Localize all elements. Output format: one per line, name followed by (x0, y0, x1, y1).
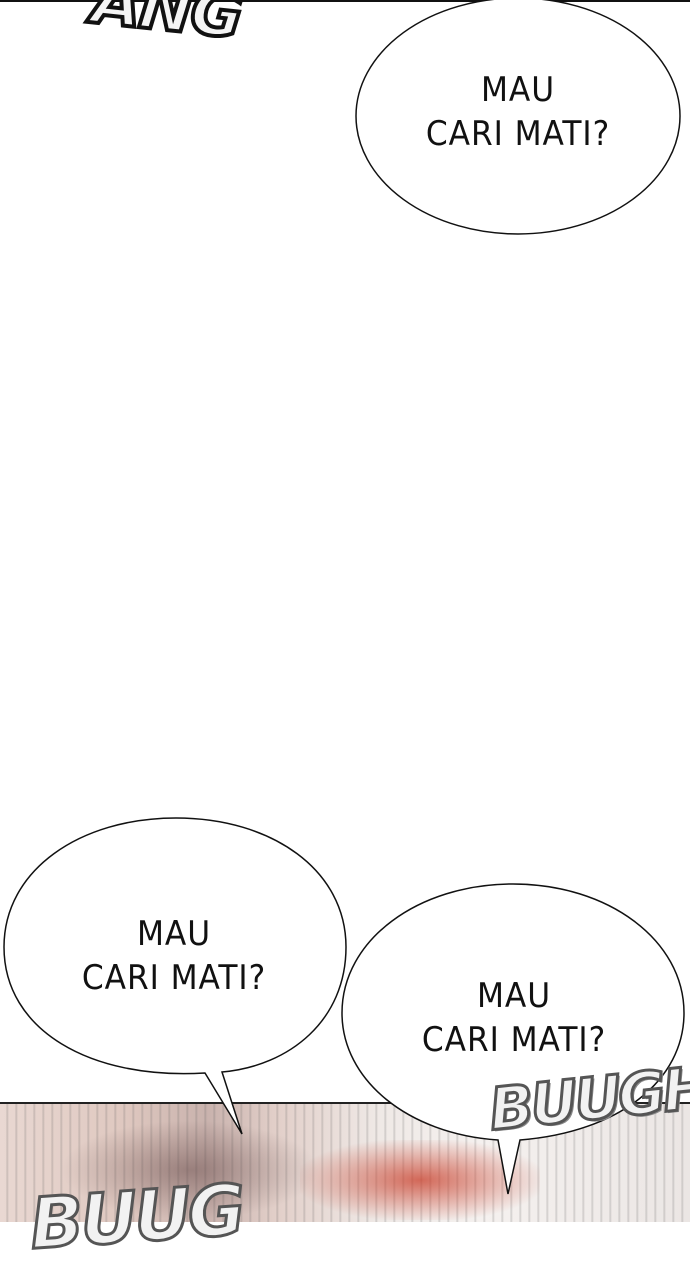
speech-bubble-3-text: MAU CARI MATI? (405, 974, 622, 1062)
speech-bubble-1-line-1: MAU (480, 70, 556, 110)
speech-bubbles-layer (3, 0, 685, 1195)
speech-bubble-1-line-2: CARI MATI? (425, 114, 611, 154)
speech-bubble-3-line-1: MAU (476, 976, 552, 1016)
speech-bubble-2-text: MAU CARI MATI? (65, 912, 282, 1000)
speech-bubble-3-line-2: CARI MATI? (421, 1020, 607, 1060)
speech-bubble-2-line-1: MAU (136, 914, 212, 954)
motion-blur-figure (60, 1120, 320, 1220)
sound-effect-bottom-left: BUUG (26, 1167, 247, 1265)
top-panel-border (0, 0, 690, 2)
speech-bubble-2-line-2: CARI MATI? (81, 958, 267, 998)
speech-bubble-2 (3, 817, 347, 1135)
speech-bubble-1-text: MAU CARI MATI? (409, 68, 626, 156)
speech-bubble-1 (355, 0, 681, 235)
speech-bubble-3 (341, 883, 685, 1195)
